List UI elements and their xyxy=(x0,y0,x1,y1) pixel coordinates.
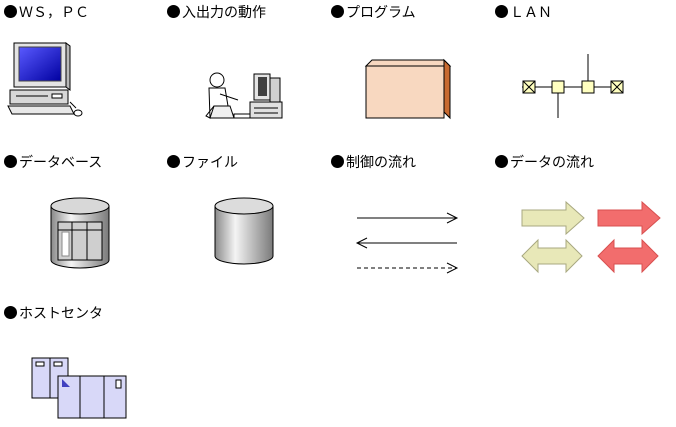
bullet-icon xyxy=(4,155,17,168)
bullet-icon xyxy=(331,155,344,168)
host-center-icon xyxy=(31,357,127,419)
legend-host-center: ホストセンタ xyxy=(4,306,103,322)
bullet-icon xyxy=(4,5,17,18)
legend-lan: ＬＡＮ xyxy=(495,5,552,21)
legend-file: ファイル xyxy=(167,155,238,171)
bullet-icon xyxy=(4,306,17,319)
bullet-icon xyxy=(331,5,344,18)
legend-data-flow: データの流れ xyxy=(495,155,594,171)
person-at-computer-icon xyxy=(205,72,283,119)
bullet-icon xyxy=(167,155,180,168)
control-flow-arrows-icon xyxy=(355,212,459,274)
file-cylinder-icon xyxy=(214,197,274,265)
legend-control-flow: 制御の流れ xyxy=(331,155,416,171)
bullet-icon xyxy=(167,5,180,18)
data-flow-arrows-icon xyxy=(521,200,661,274)
workstation-pc-icon xyxy=(7,42,83,117)
legend-program: プログラム xyxy=(331,5,416,21)
database-cylinder-icon xyxy=(50,197,110,269)
legend-ws-pc: ＷＳ，ＰＣ xyxy=(4,5,89,21)
lan-network-icon xyxy=(522,54,624,118)
bullet-icon xyxy=(495,155,508,168)
legend-io-action: 入出力の動作 xyxy=(167,5,266,21)
bullet-icon xyxy=(495,5,508,18)
legend-database: データベース xyxy=(4,155,102,171)
program-box-icon xyxy=(364,58,452,120)
